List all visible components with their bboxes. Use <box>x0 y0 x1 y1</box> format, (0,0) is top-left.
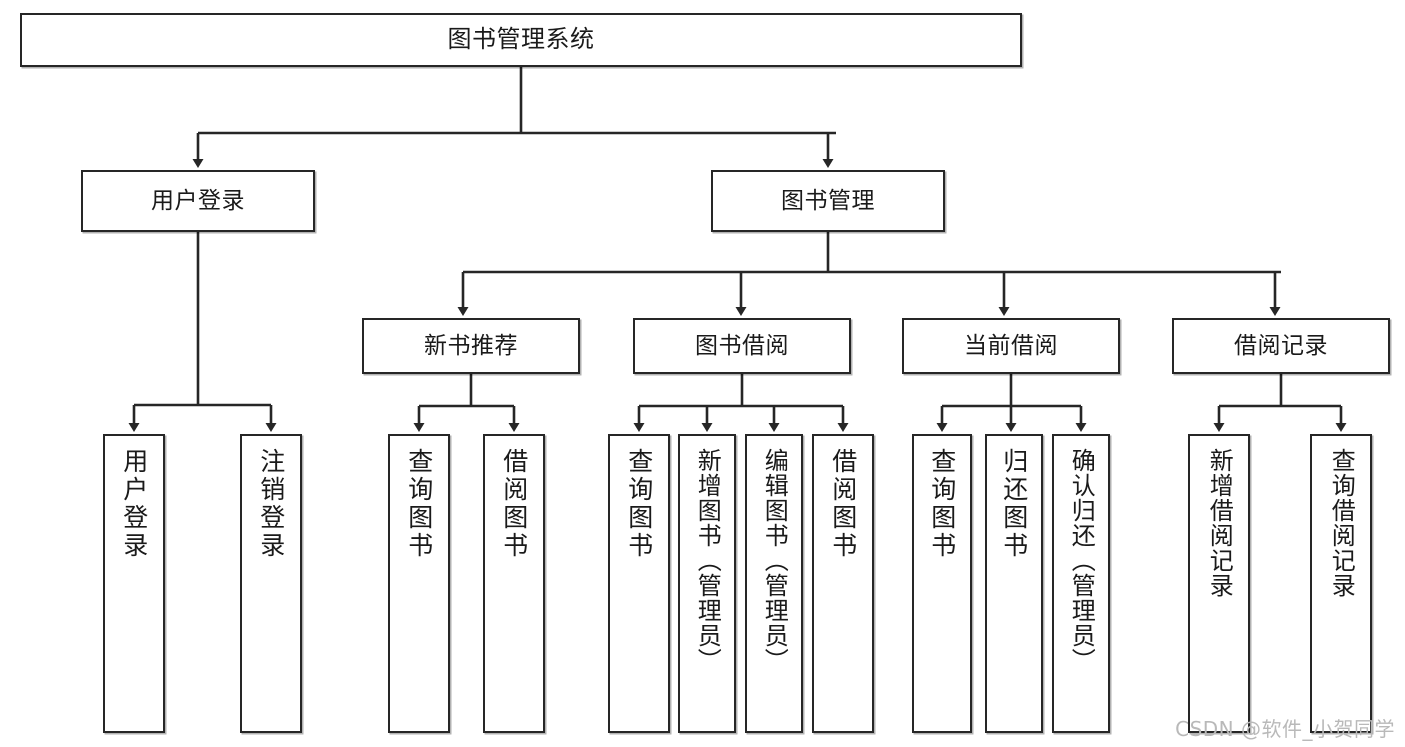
node-label: 归还图书 <box>999 448 1029 560</box>
node-level3-current-borrowing[interactable]: 当前借阅 <box>902 318 1120 374</box>
node-label: 用户登录 <box>119 448 149 560</box>
node-leaf-add-book-admin[interactable]: 新增图书（管理员） <box>678 434 736 733</box>
node-leaf-query-books-borrow[interactable]: 查询图书 <box>608 434 670 733</box>
node-level2-user-login[interactable]: 用户登录 <box>81 170 315 232</box>
node-label: 新增借阅记录 <box>1205 448 1234 598</box>
node-leaf-return-books[interactable]: 归还图书 <box>985 434 1043 733</box>
node-leaf-query-borrow-record[interactable]: 查询借阅记录 <box>1310 434 1372 733</box>
node-label: 新书推荐 <box>424 332 518 359</box>
watermark-text: CSDN @软件_小贺同学 <box>1175 717 1395 741</box>
node-label: 查询借阅记录 <box>1327 448 1356 598</box>
node-label: 用户登录 <box>151 187 245 214</box>
node-leaf-borrow-books[interactable]: 借阅图书 <box>812 434 874 733</box>
node-label: 借阅记录 <box>1234 332 1328 359</box>
node-leaf-query-books-current[interactable]: 查询图书 <box>912 434 972 733</box>
node-level2-book-management[interactable]: 图书管理 <box>711 170 945 232</box>
node-leaf-logout[interactable]: 注销登录 <box>240 434 302 733</box>
node-label: 借阅图书 <box>499 448 529 560</box>
node-label: 确认归还（管理员） <box>1067 448 1096 673</box>
node-level3-borrowing-records[interactable]: 借阅记录 <box>1172 318 1390 374</box>
node-label: 借阅图书 <box>828 448 858 560</box>
node-label: 当前借阅 <box>964 332 1058 359</box>
node-label: 图书管理系统 <box>447 25 595 54</box>
node-leaf-user-login[interactable]: 用户登录 <box>103 434 165 733</box>
node-level3-book-borrowing[interactable]: 图书借阅 <box>633 318 851 374</box>
node-label: 新增图书（管理员） <box>693 448 722 673</box>
node-leaf-edit-book-admin[interactable]: 编辑图书（管理员） <box>745 434 803 733</box>
node-leaf-add-borrow-record[interactable]: 新增借阅记录 <box>1188 434 1250 733</box>
node-root[interactable]: 图书管理系统 <box>20 13 1022 67</box>
node-level3-new-book-recommendation[interactable]: 新书推荐 <box>362 318 580 374</box>
node-label: 图书管理 <box>781 187 875 214</box>
node-label: 查询图书 <box>624 448 654 560</box>
node-leaf-query-books-new[interactable]: 查询图书 <box>388 434 450 733</box>
node-leaf-confirm-return-admin[interactable]: 确认归还（管理员） <box>1052 434 1110 733</box>
node-leaf-borrow-books-new[interactable]: 借阅图书 <box>483 434 545 733</box>
node-label: 注销登录 <box>256 448 286 560</box>
node-label: 查询图书 <box>927 448 957 560</box>
node-label: 编辑图书（管理员） <box>760 448 789 673</box>
node-label: 查询图书 <box>404 448 434 560</box>
node-label: 图书借阅 <box>695 332 789 359</box>
